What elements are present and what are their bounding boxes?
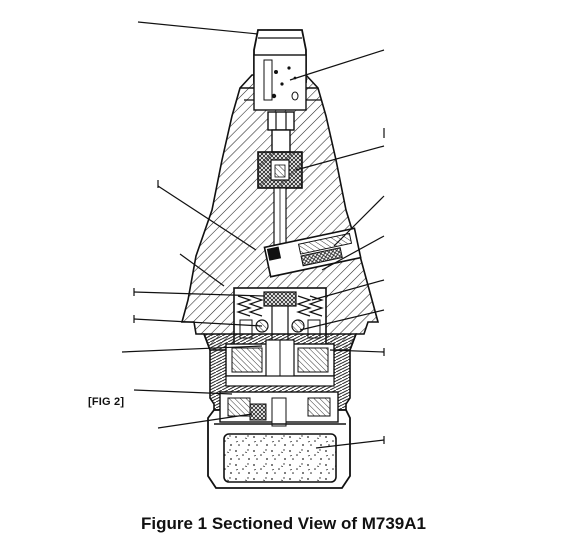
figure-caption: Figure 1 Sectioned View of M739A1 [141, 514, 426, 533]
leader-lines-left [121, 21, 265, 429]
pin-housing [267, 111, 295, 131]
leader-lines-right [289, 49, 385, 449]
booster-charge [223, 433, 337, 483]
nose-insert [263, 59, 273, 101]
rotor-block [263, 227, 362, 278]
spring-left [236, 295, 264, 317]
figure-reference-tag: [FIG 2] [88, 396, 125, 408]
upper-cavity [253, 54, 307, 111]
spring-right [296, 295, 324, 317]
